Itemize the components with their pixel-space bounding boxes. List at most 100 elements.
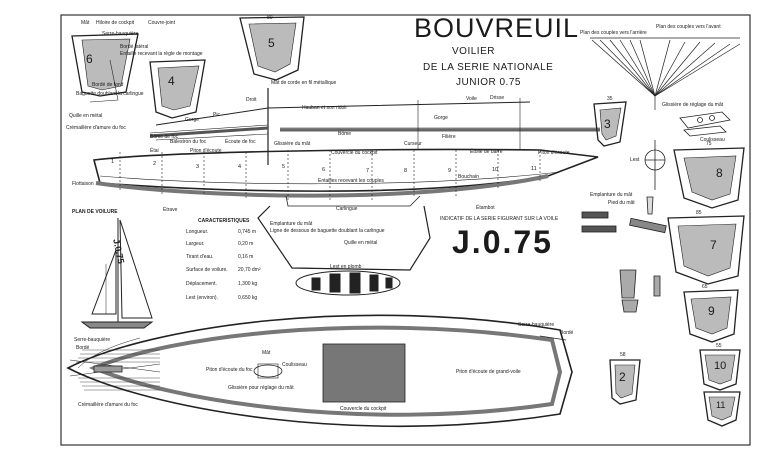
label-piton-gv: Piton d'écoute de grand-voile: [456, 369, 521, 375]
label-hauban: Hauban et son ridoir: [302, 105, 348, 111]
label-gorge-gv: Gorge: [434, 115, 448, 121]
char-label: Lest (environ).: [186, 295, 218, 301]
label-lest-plomb: Lest en plomb: [330, 264, 362, 270]
small-details-drawing: [619, 269, 661, 313]
title-line-1: VOILIER: [452, 46, 495, 57]
section-8-drawing: [673, 147, 745, 209]
section-7-drawing: [667, 215, 745, 285]
char-value: 0,650 kg: [238, 295, 258, 301]
label-entaille: Entaille recevant la règle de montage: [120, 51, 203, 57]
label-emplanture-mat-r: Emplanture du mât: [590, 192, 633, 198]
station-number: 2: [153, 161, 157, 167]
dim-s9: 65: [702, 284, 708, 290]
section-4-drawing: [149, 59, 206, 119]
station-number: 5: [282, 164, 286, 170]
section-number: 6: [86, 52, 93, 66]
title-line-2: DE LA SERIE NATIONALE: [423, 62, 554, 73]
dim-s8: 75: [706, 141, 712, 147]
frames-perspective-drawing: [590, 37, 741, 110]
label-serre-bauquiere-bow: Serre-bauquière: [518, 322, 555, 328]
char-value: 20,70 dm²: [238, 267, 261, 273]
label-ligne-dessous: Ligne de dessous de baguette doublant la…: [270, 228, 385, 234]
label-drisse: Drisse: [490, 95, 505, 101]
station-number: 6: [322, 167, 326, 173]
station-number: 7: [366, 168, 370, 174]
label-hiloire: Hiloire de cockpit: [96, 20, 135, 26]
char-label: Surface de voilure.: [186, 267, 228, 273]
label-lest-section: Lest: [630, 157, 640, 163]
label-bome-foc: Bôme de foc: [150, 134, 179, 140]
label-quille-metal: Quille en métal: [344, 240, 378, 246]
label-voile: Voile: [466, 96, 477, 102]
hull-profile: [92, 148, 599, 271]
label-borde-lateral: Bordé latéral: [120, 44, 149, 50]
label-bome: Bôme: [338, 131, 352, 137]
section-number: 7: [710, 238, 717, 252]
sail-plan-drawing: [80, 218, 154, 329]
sheet-frame: [60, 14, 751, 446]
label-etai: Étai: [150, 148, 159, 154]
char-value: 0,745 m: [238, 229, 257, 235]
section-2-drawing: [609, 359, 641, 405]
label-borde-bow: Bordé: [560, 330, 574, 336]
dim-s7: 85: [696, 210, 702, 216]
glissiere-detail: [679, 111, 731, 137]
label-borde-deck: Bordé: [76, 345, 90, 351]
section-11-drawing: [703, 391, 741, 427]
label-etambot: Étambot: [476, 205, 495, 211]
label-flottaison: Flottaison: [72, 181, 94, 187]
label-carlingue: Carlingue: [336, 206, 358, 212]
label-etoile-barre: Étoile de barre: [470, 149, 503, 155]
station-number: 4: [238, 164, 242, 170]
label-emplanture-mat: Emplanture du mât: [270, 221, 313, 227]
label-entailles-couples: Entailles recevant les couples: [318, 178, 384, 184]
label-couvercle-cockpit: Couvercle du cockpit: [340, 406, 387, 412]
station-number: 3: [196, 164, 200, 170]
label-curseur: Curseur: [404, 141, 422, 147]
station-number: 10: [492, 167, 499, 173]
dim-s10: 55: [716, 343, 722, 349]
label-cremaillere-bow: Crémaillère d'amure du foc: [78, 402, 138, 408]
label-glissiere-mat: Glissière du mât: [274, 141, 311, 147]
char-label: Tirant d'eau.: [186, 254, 214, 260]
char-label: Longueur.: [186, 229, 209, 235]
label-quille-metal-left: Quille en métal: [69, 113, 103, 119]
label-mat: Mât: [81, 20, 90, 26]
label-mat-deck: Mât: [262, 350, 271, 356]
cockpit-cover-drawing: [322, 343, 406, 403]
section-number: 9: [708, 304, 715, 318]
label-ecoute-foc: Écoute de foc: [225, 139, 256, 145]
lead-ballast-drawing: [295, 270, 401, 296]
label-glissiere-deck: Glissière pour réglage du mât: [228, 385, 294, 391]
label-mat-corde: Mât de corde en fil métallique: [271, 80, 337, 86]
char-value: 0,16 m: [238, 254, 254, 260]
label-pic: Pic: [213, 112, 220, 118]
dim-s5: 80: [267, 15, 273, 21]
station-number: 1: [111, 159, 115, 165]
section-number: 10: [714, 360, 727, 372]
mast-step-detail: [581, 196, 667, 234]
label-glissiere-reglage: Glissière de réglage du mât: [662, 102, 724, 108]
label-gorge-foc: Gorge: [185, 117, 199, 123]
section-10-drawing: [699, 349, 741, 391]
dim-s2: 58: [620, 352, 626, 358]
section-6-drawing: [71, 33, 139, 103]
label-couvre-joint: Couvre-joint: [148, 20, 175, 26]
dim-s3: 35: [607, 96, 613, 102]
label-cremaillere-top: Crémaillère d'amure du foc: [66, 125, 126, 131]
station-number: 9: [448, 168, 452, 174]
label-balestron: Balestron du foc: [170, 139, 207, 145]
label-piton-foc: Piton d'écoute du foc: [206, 367, 253, 373]
section-number: 11: [716, 400, 726, 410]
rig-side-view: [149, 88, 600, 165]
section-9-drawing: [683, 289, 739, 343]
label-plan-couples-arriere: Plan des couples vers l'arrière: [580, 30, 647, 36]
label-baguette: Baguette doublant la carlingue: [76, 91, 144, 97]
char-label: Largeur.: [186, 241, 205, 247]
label-piton-ecoute: Piton d'écoute: [190, 148, 222, 154]
title-main: BOUVREUIL: [414, 13, 580, 43]
sail-mark-text: J.0.75: [452, 224, 553, 260]
sail-mark-caption: INDICATIF DE LA SERIE FIGURANT SUR LA VO…: [440, 216, 559, 222]
section-number: 4: [168, 74, 175, 88]
